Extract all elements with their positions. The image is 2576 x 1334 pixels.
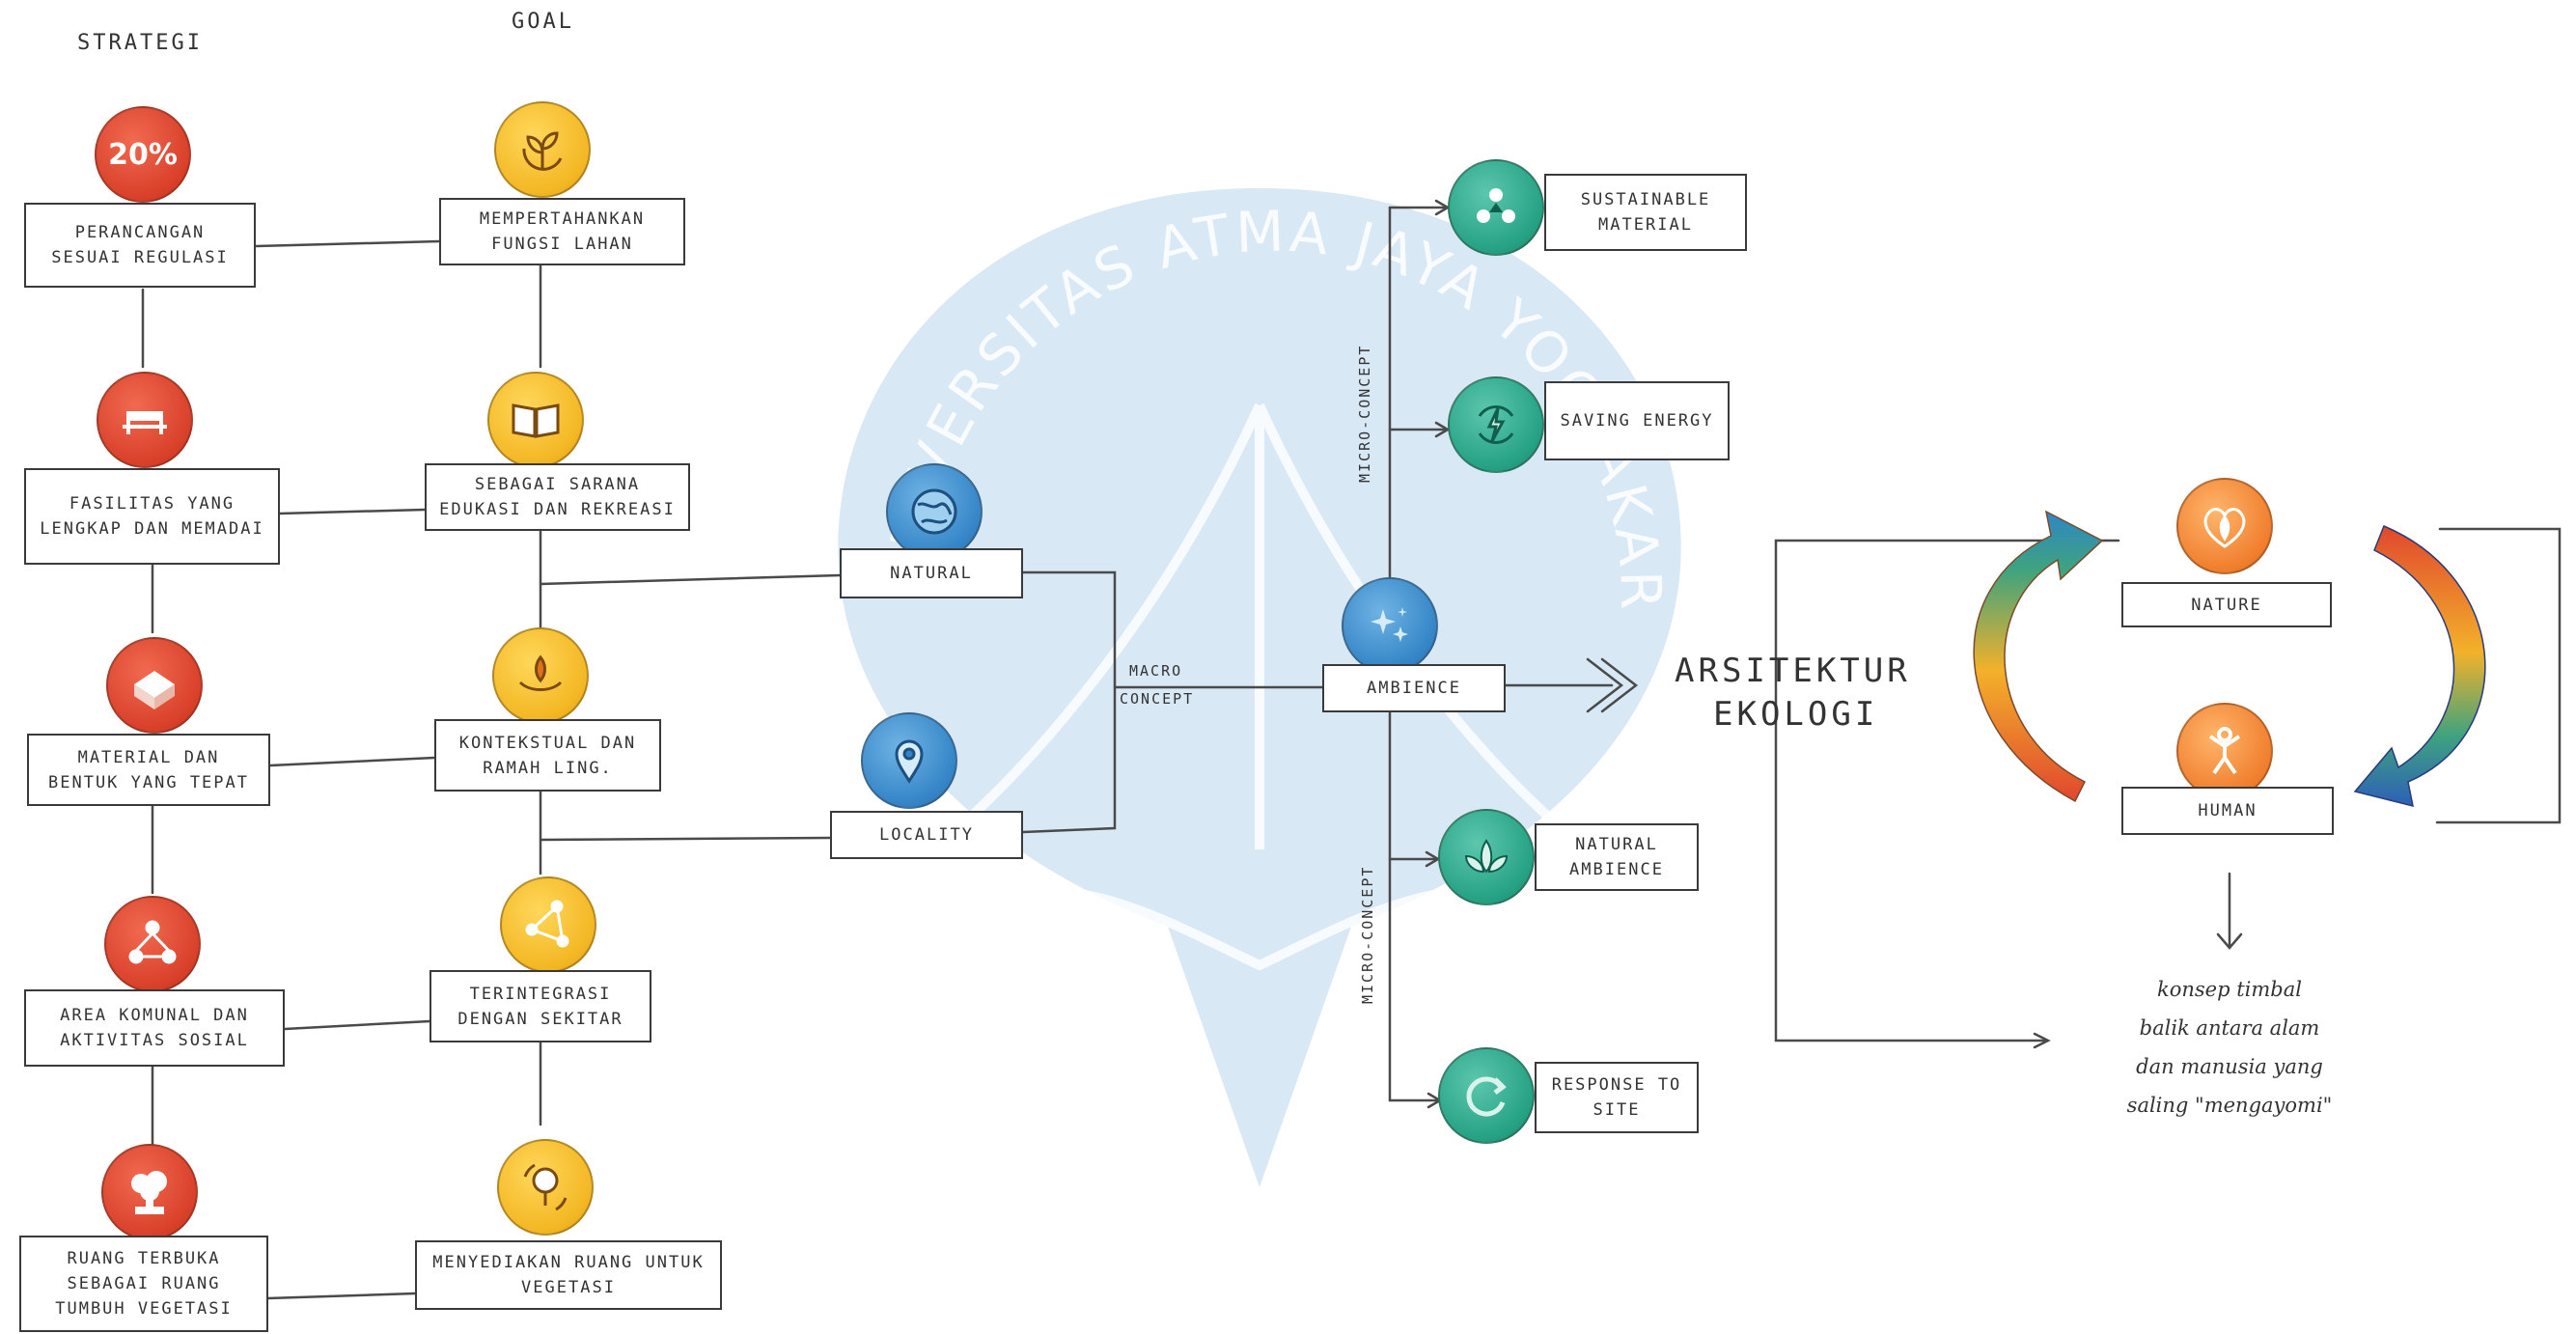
concept-note-line-4: saling "mengayomi" bbox=[2126, 1094, 2333, 1117]
concept-note-line-1: konsep timbal bbox=[2157, 978, 2302, 1001]
micro-concept-label-bottom: MICRO-CONCEPT bbox=[1359, 865, 1376, 1004]
tree-icon bbox=[101, 1144, 198, 1240]
energy-cycle-icon bbox=[1448, 376, 1544, 473]
plant-cycle-icon bbox=[494, 101, 591, 198]
macro-box-natural: NATURAL bbox=[840, 548, 1023, 598]
goal-box-edukasi: SEBAGAI SARANA EDUKASI DAN REKREASI bbox=[425, 463, 690, 531]
micro-box-response-site: RESPONSE TO SITE bbox=[1535, 1062, 1699, 1133]
strategi-header: STRATEGI bbox=[77, 31, 203, 55]
result-line-1: ARSITEKTUR bbox=[1675, 652, 1911, 690]
micro-box-saving-energy: SAVING ENERGY bbox=[1544, 381, 1730, 460]
cycle-arrow-right bbox=[2353, 525, 2486, 808]
percent-20-icon: 20% bbox=[95, 106, 191, 203]
macro-concept-label-1: MACRO bbox=[1129, 662, 1183, 680]
concept-note-line-3: dan manusia yang bbox=[2136, 1055, 2323, 1078]
globe-icon bbox=[886, 463, 983, 560]
bench-icon bbox=[97, 372, 193, 468]
ambience-box: AMBIENCE bbox=[1322, 664, 1506, 712]
strategi-box-ruang-terbuka: RUANG TERBUKA SEBAGAI RUANG TUMBUH VEGET… bbox=[19, 1236, 268, 1332]
goal-header: GOAL bbox=[512, 10, 574, 34]
person-icon bbox=[2176, 703, 2273, 799]
people-network-icon bbox=[104, 896, 201, 992]
recycle-triangle-icon bbox=[1448, 159, 1544, 256]
strategi-box-material: MATERIAL DAN BENTUK YANG TEPAT bbox=[27, 734, 270, 806]
location-pin-icon bbox=[861, 712, 957, 809]
cycle-arrow-left bbox=[1973, 510, 2104, 803]
strategi-box-fasilitas: FASILITAS YANG LENGKAP DAN MEMADAI bbox=[24, 468, 280, 565]
refresh-icon bbox=[1438, 1047, 1535, 1144]
goal-box-vegetasi: MENYEDIAKAN RUANG UNTUK VEGETASI bbox=[415, 1240, 722, 1310]
result-line-2: EKOLOGI bbox=[1713, 695, 1879, 734]
micro-box-sustainable: SUSTAINABLE MATERIAL bbox=[1544, 174, 1747, 251]
concept-note-line-2: balik antara alam bbox=[2139, 1016, 2320, 1040]
leaves-icon bbox=[1438, 809, 1535, 905]
micro-concept-label-top: MICRO-CONCEPT bbox=[1356, 344, 1373, 483]
micro-box-natural-ambience: NATURAL AMBIENCE bbox=[1535, 823, 1699, 891]
human-box: HUMAN bbox=[2121, 787, 2334, 835]
book-icon bbox=[487, 372, 584, 468]
macro-concept-label-2: CONCEPT bbox=[1120, 690, 1195, 708]
concept-note: konsep timbal balik antara alam dan manu… bbox=[2046, 970, 2413, 1125]
nature-box: NATURE bbox=[2121, 582, 2332, 627]
percent-label: 20% bbox=[108, 137, 178, 172]
triangle-network-icon bbox=[500, 876, 596, 973]
strategi-box-regulasi: PERANCANGAN SESUAI REGULASI bbox=[24, 203, 256, 288]
building-blocks-icon bbox=[106, 637, 203, 734]
macro-box-locality: LOCALITY bbox=[830, 811, 1023, 859]
goal-box-terintegrasi: TERINTEGRASI DENGAN SEKITAR bbox=[429, 970, 651, 1042]
hand-leaf-icon bbox=[492, 627, 589, 724]
heart-leaf-icon bbox=[2176, 478, 2273, 574]
strategi-box-komunal: AREA KOMUNAL DAN AKTIVITAS SOSIAL bbox=[24, 989, 285, 1067]
sparkle-stars-icon bbox=[1342, 577, 1438, 674]
tree-arrows-icon bbox=[497, 1139, 594, 1236]
goal-box-fungsi-lahan: MEMPERTAHANKAN FUNGSI LAHAN bbox=[439, 198, 685, 265]
goal-box-kontekstual: KONTEKSTUAL DAN RAMAH LING. bbox=[434, 719, 661, 792]
